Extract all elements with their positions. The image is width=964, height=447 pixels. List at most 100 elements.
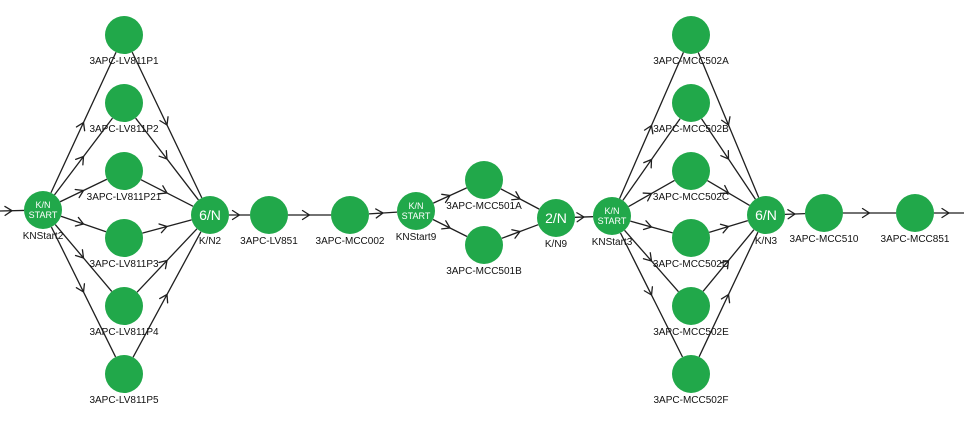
node-lv811p1[interactable]: 3APC-LV811P1 [89, 16, 159, 67]
node-mcc502b[interactable]: 3APC-MCC502B [653, 84, 729, 135]
node-circle [593, 197, 631, 235]
node-circle [250, 196, 288, 234]
node-label: 3APC-LV811P2 [89, 124, 159, 135]
node-mcc502e[interactable]: 3APC-MCC502E [653, 287, 729, 338]
node-lv851[interactable]: 3APC-LV851 [240, 196, 298, 247]
node-label: 3APC-MCC502A [653, 56, 729, 67]
edge-kn2-lv851 [229, 209, 250, 221]
edge-knstart3-mcc502b [622, 118, 681, 201]
edge-knstart2-lv811p5 [50, 226, 117, 358]
node-lv811p3[interactable]: 3APC-LV811P3 [89, 219, 159, 270]
node-label: 3APC-LV811P4 [89, 327, 159, 338]
edge-lv811p21-kn2 [140, 179, 194, 207]
node-mcc510[interactable]: 3APC-MCC510 [790, 194, 859, 245]
node-inner-text: START [598, 216, 627, 226]
node-label: 3APC-LV851 [240, 236, 298, 247]
node-inner-text: 2/N [545, 210, 567, 226]
node-mcc502a[interactable]: 3APC-MCC502A [653, 16, 729, 67]
node-circle [672, 152, 710, 190]
arrowhead-icon [441, 193, 451, 204]
node-mcc502f[interactable]: 3APC-MCC502F [653, 355, 729, 406]
edge-mcc502f-kn3 [698, 231, 759, 358]
node-label: K/N9 [545, 239, 568, 250]
node-circle [465, 161, 503, 199]
arrowhead-icon [75, 121, 86, 132]
node-mcc851[interactable]: 3APC-MCC851 [881, 194, 950, 245]
arrowhead-icon [511, 229, 521, 239]
node-label: 3APC-MCC502F [653, 395, 728, 406]
edge-mcc002-knstart9 [368, 208, 398, 219]
arrowhead-icon [719, 223, 730, 234]
node-label: 3APC-MCC502C [653, 192, 729, 203]
node-circle [537, 199, 575, 237]
arrowhead-icon [441, 220, 451, 230]
node-lv811p21[interactable]: 3APC-LV811P21 [87, 152, 162, 203]
node-lv811p4[interactable]: 3APC-LV811P4 [89, 287, 159, 338]
node-inner-text: START [402, 211, 431, 221]
node-label: 3APC-MCC501B [446, 266, 522, 277]
edge-lv811p4-kn2 [136, 228, 198, 293]
arrowhead-icon [721, 116, 731, 126]
arrowhead-icon [158, 223, 168, 234]
arrowhead-icon [642, 220, 653, 231]
edge-mcc510-mcc851 [843, 207, 896, 219]
edge-mcc502e-kn3 [702, 229, 755, 292]
node-mcc501b[interactable]: 3APC-MCC501B [446, 226, 522, 277]
arrowhead-icon [75, 283, 86, 293]
node-circle [105, 287, 143, 325]
node-inner-text: K/N [35, 200, 50, 210]
node-kn9[interactable]: 2/N K/N9 [537, 199, 575, 250]
node-circle [672, 84, 710, 122]
edge-knstart3-mcc502a [619, 52, 684, 199]
node-lv811p2[interactable]: 3APC-LV811P2 [89, 84, 159, 135]
edge-mcc502b-kn3 [701, 118, 756, 200]
edge-mcc851-OUT [934, 207, 964, 219]
node-mcc002[interactable]: 3APC-MCC002 [316, 196, 385, 247]
arrowhead-icon [75, 155, 85, 166]
edge-mcc501b-kn9 [501, 224, 539, 239]
node-label: 3APC-LV811P5 [89, 395, 159, 406]
arrowhead-icon [74, 249, 85, 259]
edges-layer [0, 51, 964, 358]
arrowhead-icon [159, 293, 169, 304]
arrowhead-icon [576, 212, 585, 223]
node-mcc502d[interactable]: 3APC-MCC502D [653, 219, 729, 270]
arrowhead-icon [720, 150, 730, 160]
arrowhead-icon [787, 209, 796, 220]
node-label: 3APC-LV811P21 [87, 192, 162, 203]
node-mcc502c[interactable]: 3APC-MCC502C [653, 152, 729, 203]
arrowhead-icon [941, 207, 950, 219]
node-mcc501a[interactable]: 3APC-MCC501A [446, 161, 522, 212]
node-label: 3APC-MCC501A [446, 201, 522, 212]
node-circle [105, 219, 143, 257]
node-label: K/N2 [199, 236, 222, 247]
edge-knstart2-lv811p4 [54, 224, 113, 292]
node-circle [896, 194, 934, 232]
edge-knstart3-mcc502d [630, 220, 673, 234]
edge-kn9-knstart3 [574, 212, 594, 223]
arrowhead-icon [74, 216, 85, 227]
edge-lv851-mcc002 [288, 209, 331, 221]
edge-mcc502c-kn3 [707, 180, 750, 206]
edge-kn3-mcc510 [784, 209, 806, 220]
node-kn3[interactable]: 6/NK/N3 [747, 196, 785, 247]
node-kn2[interactable]: 6/N K/N2 [191, 196, 229, 247]
node-lv811p5[interactable]: 3APC-LV811P5 [89, 355, 159, 406]
arrowhead-icon [74, 188, 85, 199]
arrowhead-icon [231, 209, 241, 221]
node-inner-text: 6/N [755, 207, 777, 223]
node-label: KNStart3 [592, 237, 633, 248]
arrowhead-icon [158, 185, 168, 195]
node-circle [465, 226, 503, 264]
arrowhead-icon [642, 252, 653, 262]
node-inner-text: START [29, 210, 58, 220]
arrowhead-icon [643, 286, 654, 296]
node-inner-text: 6/N [199, 207, 221, 223]
arrowhead-icon [643, 124, 654, 135]
edge-knstart3-mcc502e [624, 229, 679, 293]
arrowhead-icon [719, 259, 730, 270]
